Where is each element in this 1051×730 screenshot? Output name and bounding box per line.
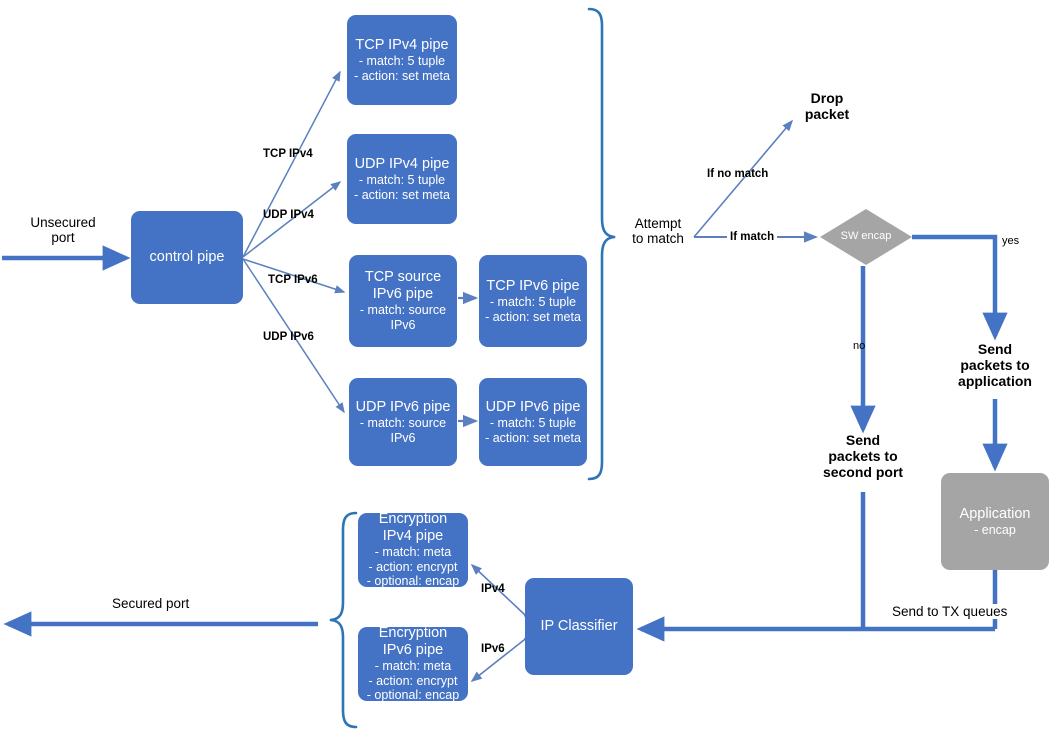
label-edge-tcp-ipv4: TCP IPv4: [263, 148, 313, 160]
node-udp-source-ipv6-pipe[interactable]: UDP IPv6 pipe - match: source IPv6: [349, 378, 457, 466]
node-encryption-ipv4-pipe[interactable]: Encryption IPv4 pipe - match: meta - act…: [358, 510, 468, 589]
label-yes: yes: [1002, 235, 1020, 247]
label-unsecured-port: Unsecured port: [8, 215, 118, 245]
arrow-sw-encap-yes: [912, 234, 1008, 341]
tcp-ipv4-pipe-match: - match: 5 tuple: [358, 53, 446, 68]
control-pipe-title: control pipe: [149, 248, 225, 265]
encryption-ipv6-title-line1: Encryption: [378, 624, 448, 641]
label-if-no-match: If no match: [707, 168, 769, 180]
node-udp-ipv4-pipe[interactable]: UDP IPv4 pipe - match: 5 tuple - action:…: [347, 134, 457, 224]
tcp-ipv4-pipe-action: - action: set meta: [354, 68, 450, 83]
encryption-ipv6-optional: - optional: encap: [366, 688, 460, 703]
node-udp-ipv6-pipe[interactable]: UDP IPv6 pipe - match: 5 tuple - action:…: [479, 378, 587, 466]
label-attempt-line1: Attempt: [634, 216, 682, 231]
label-edge-tcp-ipv6: TCP IPv6: [268, 274, 318, 286]
node-control-pipe[interactable]: control pipe: [131, 211, 243, 304]
label-send-second-line1: Send: [845, 432, 881, 448]
udp-ipv6-pipe-title: UDP IPv6 pipe: [485, 398, 581, 415]
label-secured-port: Secured port: [112, 596, 190, 611]
udp-source-ipv6-pipe-match: - match: source: [359, 415, 447, 430]
label-attempt-to-match: Attempt to match: [618, 216, 698, 246]
label-send-packets-to-second-port: Send packets to second port: [800, 432, 926, 480]
label-send-second-line2: packets to: [828, 448, 898, 464]
label-send-to-tx-queues: Send to TX queues: [889, 604, 1011, 619]
label-ipv4: IPv4: [481, 583, 505, 595]
node-tcp-ipv6-pipe[interactable]: TCP IPv6 pipe - match: 5 tuple - action:…: [479, 255, 587, 347]
tcp-ipv6-pipe-title: TCP IPv6 pipe: [486, 277, 580, 294]
udp-source-ipv6-pipe-match-value: IPv6: [390, 430, 416, 445]
label-if-match: If match: [727, 231, 778, 243]
label-send-packets-to-application: Send packets to application: [930, 341, 1051, 389]
tcp-source-ipv6-pipe-title-line2: IPv6 pipe: [372, 286, 434, 303]
tcp-source-ipv6-pipe-match-value: IPv6: [390, 318, 416, 333]
label-attempt-line2: to match: [632, 231, 684, 246]
label-no: no: [853, 340, 866, 352]
tcp-ipv6-pipe-match: - match: 5 tuple: [489, 294, 577, 309]
label-send-second-line3: second port: [822, 464, 904, 480]
udp-source-ipv6-pipe-title: UDP IPv6 pipe: [355, 398, 451, 415]
node-ip-classifier[interactable]: IP Classifier: [525, 578, 633, 675]
label-send-app-line2: packets to: [960, 357, 1030, 373]
label-send-app-line1: Send: [977, 341, 1013, 357]
sw-encap-label: SW encap: [840, 230, 892, 242]
node-tcp-source-ipv6-pipe[interactable]: TCP source IPv6 pipe - match: source IPv…: [349, 255, 457, 347]
ip-classifier-title: IP Classifier: [540, 617, 618, 634]
node-application[interactable]: Application - encap: [941, 473, 1049, 570]
encryption-ipv6-match: - match: meta: [374, 658, 452, 673]
udp-ipv4-pipe-match: - match: 5 tuple: [358, 172, 446, 187]
label-drop-packet-line1: Drop: [810, 90, 844, 106]
brace-pipes-group: [587, 7, 616, 481]
brace-encryption-group: [329, 511, 358, 729]
application-title: Application: [959, 505, 1031, 522]
encryption-ipv4-title-line1: Encryption: [378, 510, 448, 527]
tcp-source-ipv6-pipe-match: - match: source: [359, 303, 447, 318]
udp-ipv6-pipe-action: - action: set meta: [485, 430, 581, 445]
label-edge-udp-ipv6: UDP IPv6: [263, 331, 314, 343]
encryption-ipv6-title-line2: IPv6 pipe: [382, 641, 444, 658]
node-encryption-ipv6-pipe[interactable]: Encryption IPv6 pipe - match: meta - act…: [358, 624, 468, 703]
tcp-ipv6-pipe-action: - action: set meta: [485, 309, 581, 324]
label-edge-udp-ipv4: UDP IPv4: [263, 209, 314, 221]
udp-ipv4-pipe-title: UDP IPv4 pipe: [354, 155, 450, 172]
arrow-control-to-tcp-ipv4: [242, 70, 341, 258]
node-tcp-ipv4-pipe[interactable]: TCP IPv4 pipe - match: 5 tuple - action:…: [347, 15, 457, 105]
label-drop-packet-line2: packet: [804, 106, 850, 122]
label-ipv6: IPv6: [481, 643, 505, 655]
encryption-ipv4-title-line2: IPv4 pipe: [382, 527, 444, 544]
label-send-app-line3: application: [958, 373, 1032, 389]
udp-ipv4-pipe-action: - action: set meta: [354, 187, 450, 202]
tcp-ipv4-pipe-title: TCP IPv4 pipe: [355, 36, 449, 53]
encryption-ipv4-match: - match: meta: [374, 544, 452, 559]
encryption-ipv4-action: - action: encrypt: [368, 559, 458, 574]
encryption-ipv6-action: - action: encrypt: [368, 673, 458, 688]
tcp-source-ipv6-pipe-title-line1: TCP source: [364, 269, 442, 286]
label-drop-packet: Drop packet: [784, 90, 870, 122]
label-unsecured-port-line1: Unsecured: [30, 215, 96, 230]
label-unsecured-port-line2: port: [51, 230, 75, 245]
application-encap: - encap: [974, 522, 1016, 537]
encryption-ipv4-optional: - optional: encap: [366, 574, 460, 589]
udp-ipv6-pipe-match: - match: 5 tuple: [489, 415, 577, 430]
